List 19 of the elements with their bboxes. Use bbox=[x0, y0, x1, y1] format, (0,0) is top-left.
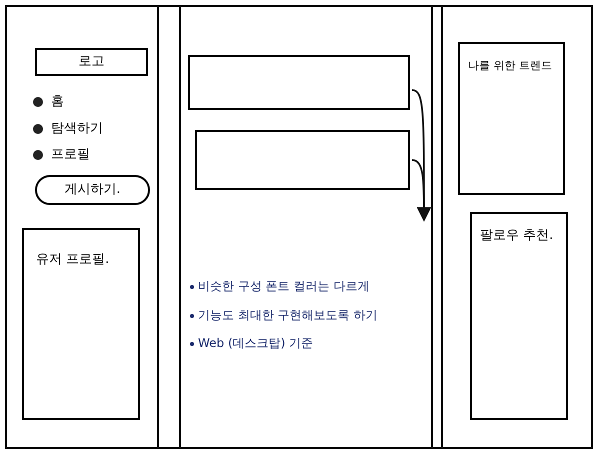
note-text: Web (데스크탑) 기준 bbox=[198, 335, 314, 352]
arrow bbox=[412, 159, 432, 222]
panel-label: 나를 위한 트렌드 bbox=[468, 59, 552, 72]
trends-panel bbox=[458, 42, 565, 195]
post-pill-button bbox=[35, 175, 150, 205]
panel-label: 로고 bbox=[78, 54, 104, 70]
header-box bbox=[35, 48, 148, 76]
panel-label: 유저 프로필. bbox=[36, 252, 110, 267]
panel-label: 팔로우 추천. bbox=[480, 228, 554, 243]
nav-item: 홈 bbox=[51, 93, 64, 111]
note-text: 기능도 최대한 구현해보도록 하기 bbox=[198, 306, 378, 323]
feed-item-box bbox=[195, 130, 410, 190]
follow-suggestions-panel bbox=[470, 212, 568, 420]
feed-item-box bbox=[188, 55, 410, 110]
nav-item: 탐색하기 bbox=[51, 120, 103, 138]
panel-label: 게시하기. bbox=[64, 182, 121, 198]
nav-item: 프로필 bbox=[51, 146, 90, 164]
user-profile-panel bbox=[22, 228, 140, 420]
note-text: 비슷한 구성 폰트 컬러는 다르게 bbox=[198, 278, 370, 294]
